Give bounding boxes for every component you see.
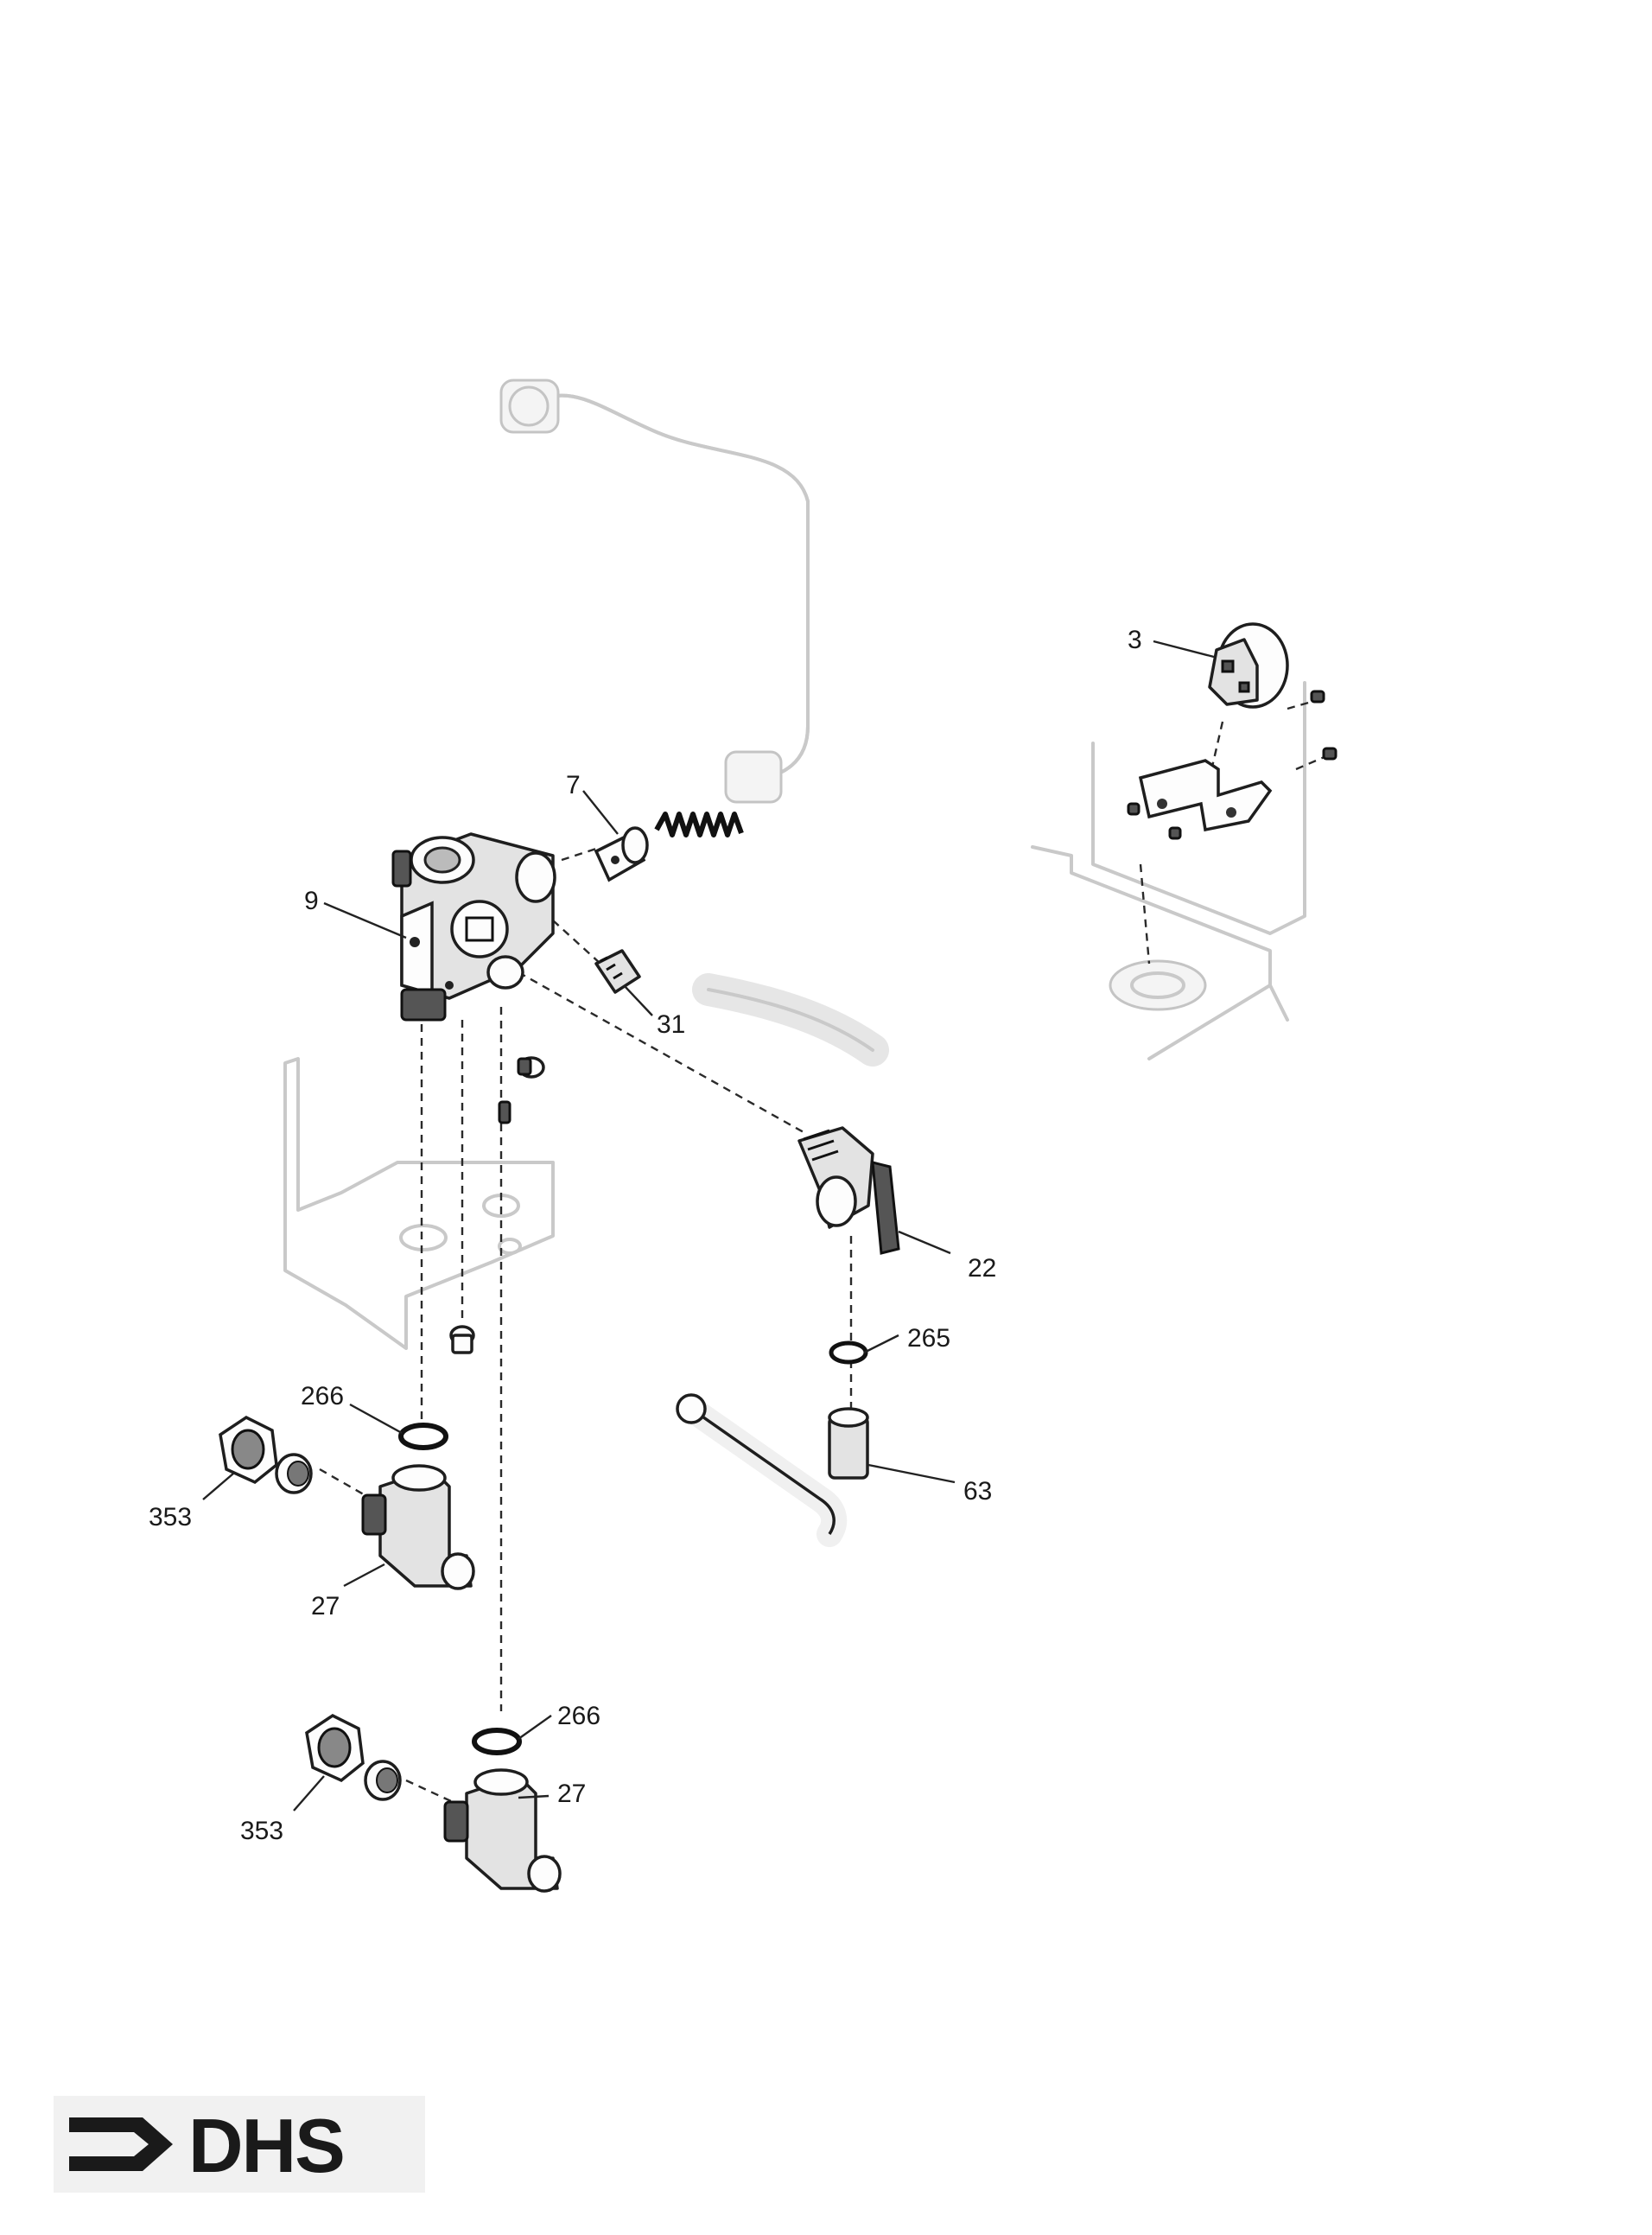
ghost-casing-right [1031,681,1306,1060]
part-3-pressure-gauge[interactable] [1208,622,1289,709]
olive-ring-upper [275,1453,313,1494]
callout-3: 3 [1128,626,1142,654]
part-265-washer[interactable] [829,1340,868,1365]
part-353-nut-upper[interactable] [219,1415,278,1485]
callout-265: 265 [907,1324,950,1353]
part-63-pipe-elbow[interactable] [676,1393,869,1547]
callout-labels: 3 7 9 31 22 265 266 63 353 27 266 27 353 [149,626,1142,1845]
callout-266-upper: 266 [301,1382,344,1410]
ghost-pipe-loop [499,379,810,804]
callout-27-upper: 27 [311,1592,340,1621]
fixing-screws [449,1056,545,1354]
callout-353-upper: 353 [149,1503,192,1531]
part-22-drain-cock[interactable] [797,1126,900,1255]
part-27-isolation-valve-upper[interactable] [361,1464,475,1590]
callout-22: 22 [968,1254,996,1283]
callout-63: 63 [963,1477,992,1506]
callout-27-lower: 27 [557,1780,586,1808]
olive-ring-lower [364,1760,402,1801]
callout-266-lower: 266 [557,1702,600,1730]
part-3-gauge-bracket [1138,759,1273,832]
spring-icon [654,812,744,837]
part-31-bleed-nipple[interactable] [594,949,641,994]
ghost-mounting-bracket [283,1057,555,1350]
gauge-screws [1127,690,1337,840]
part-7-valve-cartridge[interactable] [594,826,649,882]
callout-31: 31 [657,1010,685,1039]
leader-lines [202,640,1215,1812]
arrow-icon [69,2117,173,2171]
ghost-hose [692,973,889,1067]
dhs-logo: DHS [54,2096,425,2193]
assembly-dash-lines [319,698,1327,1808]
part-353-nut-lower[interactable] [305,1713,365,1783]
logo-text: DHS [188,2103,344,2188]
part-9-valve-body[interactable] [391,832,556,1022]
part-266-seal-upper[interactable] [398,1423,448,1450]
callout-7: 7 [566,771,581,799]
callout-9: 9 [304,887,319,915]
part-266-seal-lower[interactable] [472,1728,522,1755]
callout-353-lower: 353 [240,1817,283,1845]
part-27-isolation-valve-lower[interactable] [443,1768,562,1893]
